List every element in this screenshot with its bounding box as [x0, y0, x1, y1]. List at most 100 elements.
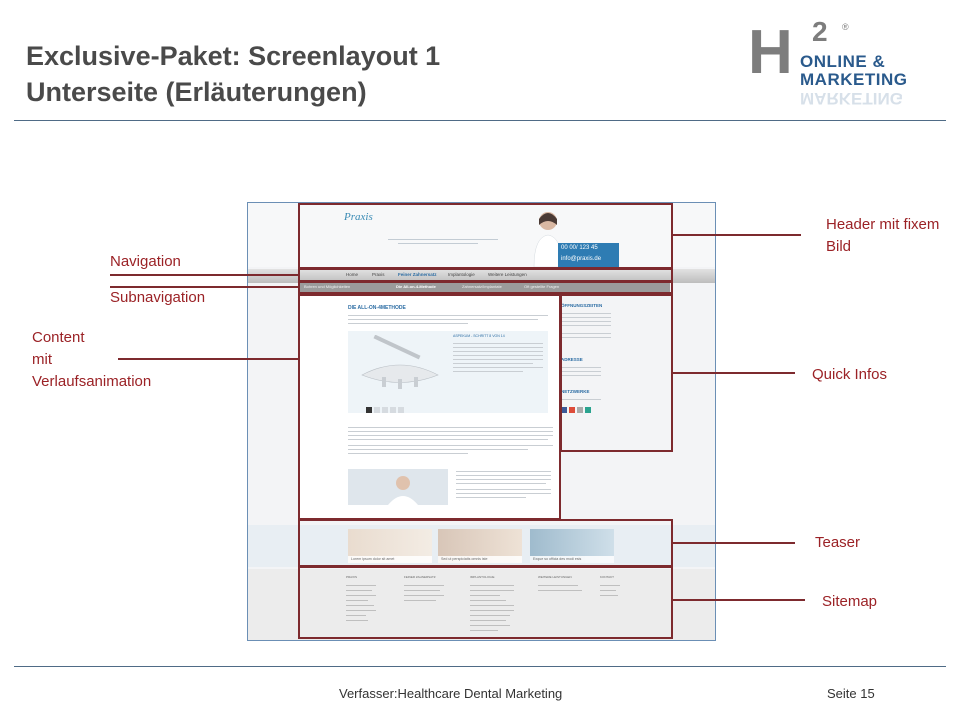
- mockup-teaser: Lorem ipsum dolor sit amet: [348, 529, 432, 563]
- mockup-header: [248, 203, 715, 267]
- mockup-content-heading: DIE ALL-ON-4METHODE: [348, 305, 406, 311]
- label-content-line-3: Verlaufsanimation: [32, 373, 152, 390]
- mockup-text-line: [453, 347, 543, 348]
- mockup-sitemap-link: [346, 610, 376, 611]
- mockup-text-line: [456, 497, 526, 498]
- footer-page-number: Seite 15: [827, 686, 875, 701]
- mockup-text-line: [456, 489, 551, 490]
- mockup-text-line: [348, 427, 553, 428]
- mockup-sitemap-link: [346, 615, 366, 616]
- sitemap-highlight-box: [298, 566, 673, 639]
- mockup-nav-item: Implantologie: [448, 272, 475, 277]
- label-subnavigation: Subnavigation: [110, 289, 206, 306]
- mockup-text-line: [561, 333, 611, 334]
- mockup-slider-dot: [382, 407, 388, 413]
- mockup-sitemap-link: [470, 615, 510, 616]
- mockup-sitemap-heading: WEITERE LEISTUNGEN: [538, 575, 572, 579]
- mockup-sitemap-link: [346, 590, 372, 591]
- mockup-slider-dot: [398, 407, 404, 413]
- mockup-sitemap-link: [470, 625, 510, 626]
- mockup-sitemap-link: [404, 600, 436, 601]
- mockup-subnavigation: Bohren und Möglichkeiten Die All-on-4-Me…: [300, 283, 670, 292]
- label-content-line-2: mit: [32, 351, 52, 368]
- mockup-text-line: [348, 431, 553, 432]
- quick-infos-connector: [673, 372, 795, 374]
- mockup-slider-dot: [390, 407, 396, 413]
- mockup-nav-item: Home: [346, 272, 359, 277]
- mockup-text-line: [456, 475, 551, 476]
- mockup-slider-title: ASPEKUM - SCHRITT 8 VON 14: [453, 334, 505, 338]
- mockup-text-line: [456, 493, 551, 494]
- mockup-social-icon: [577, 407, 583, 413]
- label-header: Header mit fixem Bild: [826, 214, 939, 258]
- mockup-subnav-item: Bohren und Möglichkeiten: [304, 284, 351, 289]
- mockup-text-line: [348, 439, 548, 440]
- mockup-text-line: [453, 343, 543, 344]
- mockup-text-line: [453, 371, 523, 372]
- mockup-logo: Praxis: [344, 211, 373, 223]
- mockup-sitemap-link: [470, 630, 498, 631]
- footer-author: Verfasser:Healthcare Dental Marketing: [339, 686, 563, 701]
- mockup-sitemap-heading: KONTAKT: [600, 575, 614, 579]
- mockup-slider-dot: [374, 407, 380, 413]
- quick-infos-highlight-box: [560, 294, 673, 452]
- slide-title: Exclusive-Paket: Screenlayout 1 Untersei…: [26, 38, 440, 110]
- mockup-email: info@praxis.de: [561, 256, 602, 262]
- content-connector: [118, 358, 300, 360]
- mockup-text-line: [561, 399, 601, 400]
- mockup-sitemap-link: [404, 595, 444, 596]
- logo-registered-mark: ®: [842, 22, 849, 32]
- logo-superscript: 2: [812, 16, 828, 47]
- mockup-sitemap-link: [346, 600, 368, 601]
- mockup-slider-dot: [366, 407, 372, 413]
- mockup-google-icon: [569, 407, 575, 413]
- label-content-line-1: Content: [32, 329, 85, 346]
- mockup-text-line: [561, 371, 601, 372]
- mockup-text-line: [561, 375, 601, 376]
- mockup-text-line: [561, 321, 611, 322]
- label-content: Content mit Verlaufsanimation: [32, 327, 151, 393]
- mockup-text-line: [453, 367, 543, 368]
- logo-reflection: MARKETING: [800, 89, 903, 108]
- mockup-sitemap-link: [600, 585, 620, 586]
- slide-title-line-2: Unterseite (Erläuterungen): [26, 77, 367, 107]
- mockup-doctor-image: [533, 212, 563, 267]
- header-highlight-box: [298, 203, 673, 269]
- mockup-text-line: [561, 317, 611, 318]
- mockup-teaser: Sed ut perspiciatis omnis iste: [438, 529, 522, 563]
- mockup-subnav-item: Zahnersatz/Implantate: [462, 284, 502, 289]
- mockup-nav-item: Feiner Zahnersatz: [398, 272, 437, 277]
- website-mockup: Praxis 00 00/ 123 45 info@praxis.de Home…: [247, 202, 716, 641]
- mockup-text-line: [561, 337, 611, 338]
- mockup-text-line: [348, 319, 538, 320]
- mockup-sitemap-heading: FEINER ZAHNERSATZ: [404, 575, 436, 579]
- mockup-text-line: [348, 315, 548, 316]
- mockup-sitemap-link: [538, 585, 578, 586]
- mockup-text-line: [453, 351, 543, 352]
- logo-line-1: ONLINE &: [800, 52, 886, 71]
- mockup-text-line: [456, 479, 551, 480]
- mockup-text-line: [453, 355, 543, 356]
- title-divider: [14, 120, 946, 121]
- mockup-sitemap-link: [346, 620, 368, 621]
- mockup-text-line: [453, 359, 543, 360]
- mockup-teaser: Exque so officia des modi esis: [530, 529, 614, 563]
- mockup-sitemap-link: [470, 585, 514, 586]
- subnavigation-highlight-box: [298, 281, 673, 294]
- company-logo: H 2 ® ONLINE & MARKETING MARKETING: [748, 16, 918, 108]
- mockup-sitemap-link: [404, 585, 444, 586]
- mockup-facebook-icon: [561, 407, 567, 413]
- mockup-sitemap-link: [470, 605, 514, 606]
- mockup-sitemap-link: [346, 585, 376, 586]
- mockup-teaser-caption: Exque so officia des modi esis: [530, 556, 614, 563]
- mockup-contact-box: 00 00/ 123 45 info@praxis.de: [558, 243, 619, 267]
- mockup-sitemap-link: [346, 595, 376, 596]
- mockup-sitemap-link: [538, 590, 582, 591]
- mockup-text-line: [561, 367, 601, 368]
- mockup-quick-heading: ÖFFNUNGSZEITEN: [561, 303, 603, 308]
- mockup-text-line: [561, 325, 611, 326]
- mockup-nav-item: Weitere Leistungen: [488, 272, 527, 277]
- mockup-text-line: [561, 313, 611, 314]
- footer-divider: [14, 666, 946, 667]
- mockup-social-icon: [585, 407, 591, 413]
